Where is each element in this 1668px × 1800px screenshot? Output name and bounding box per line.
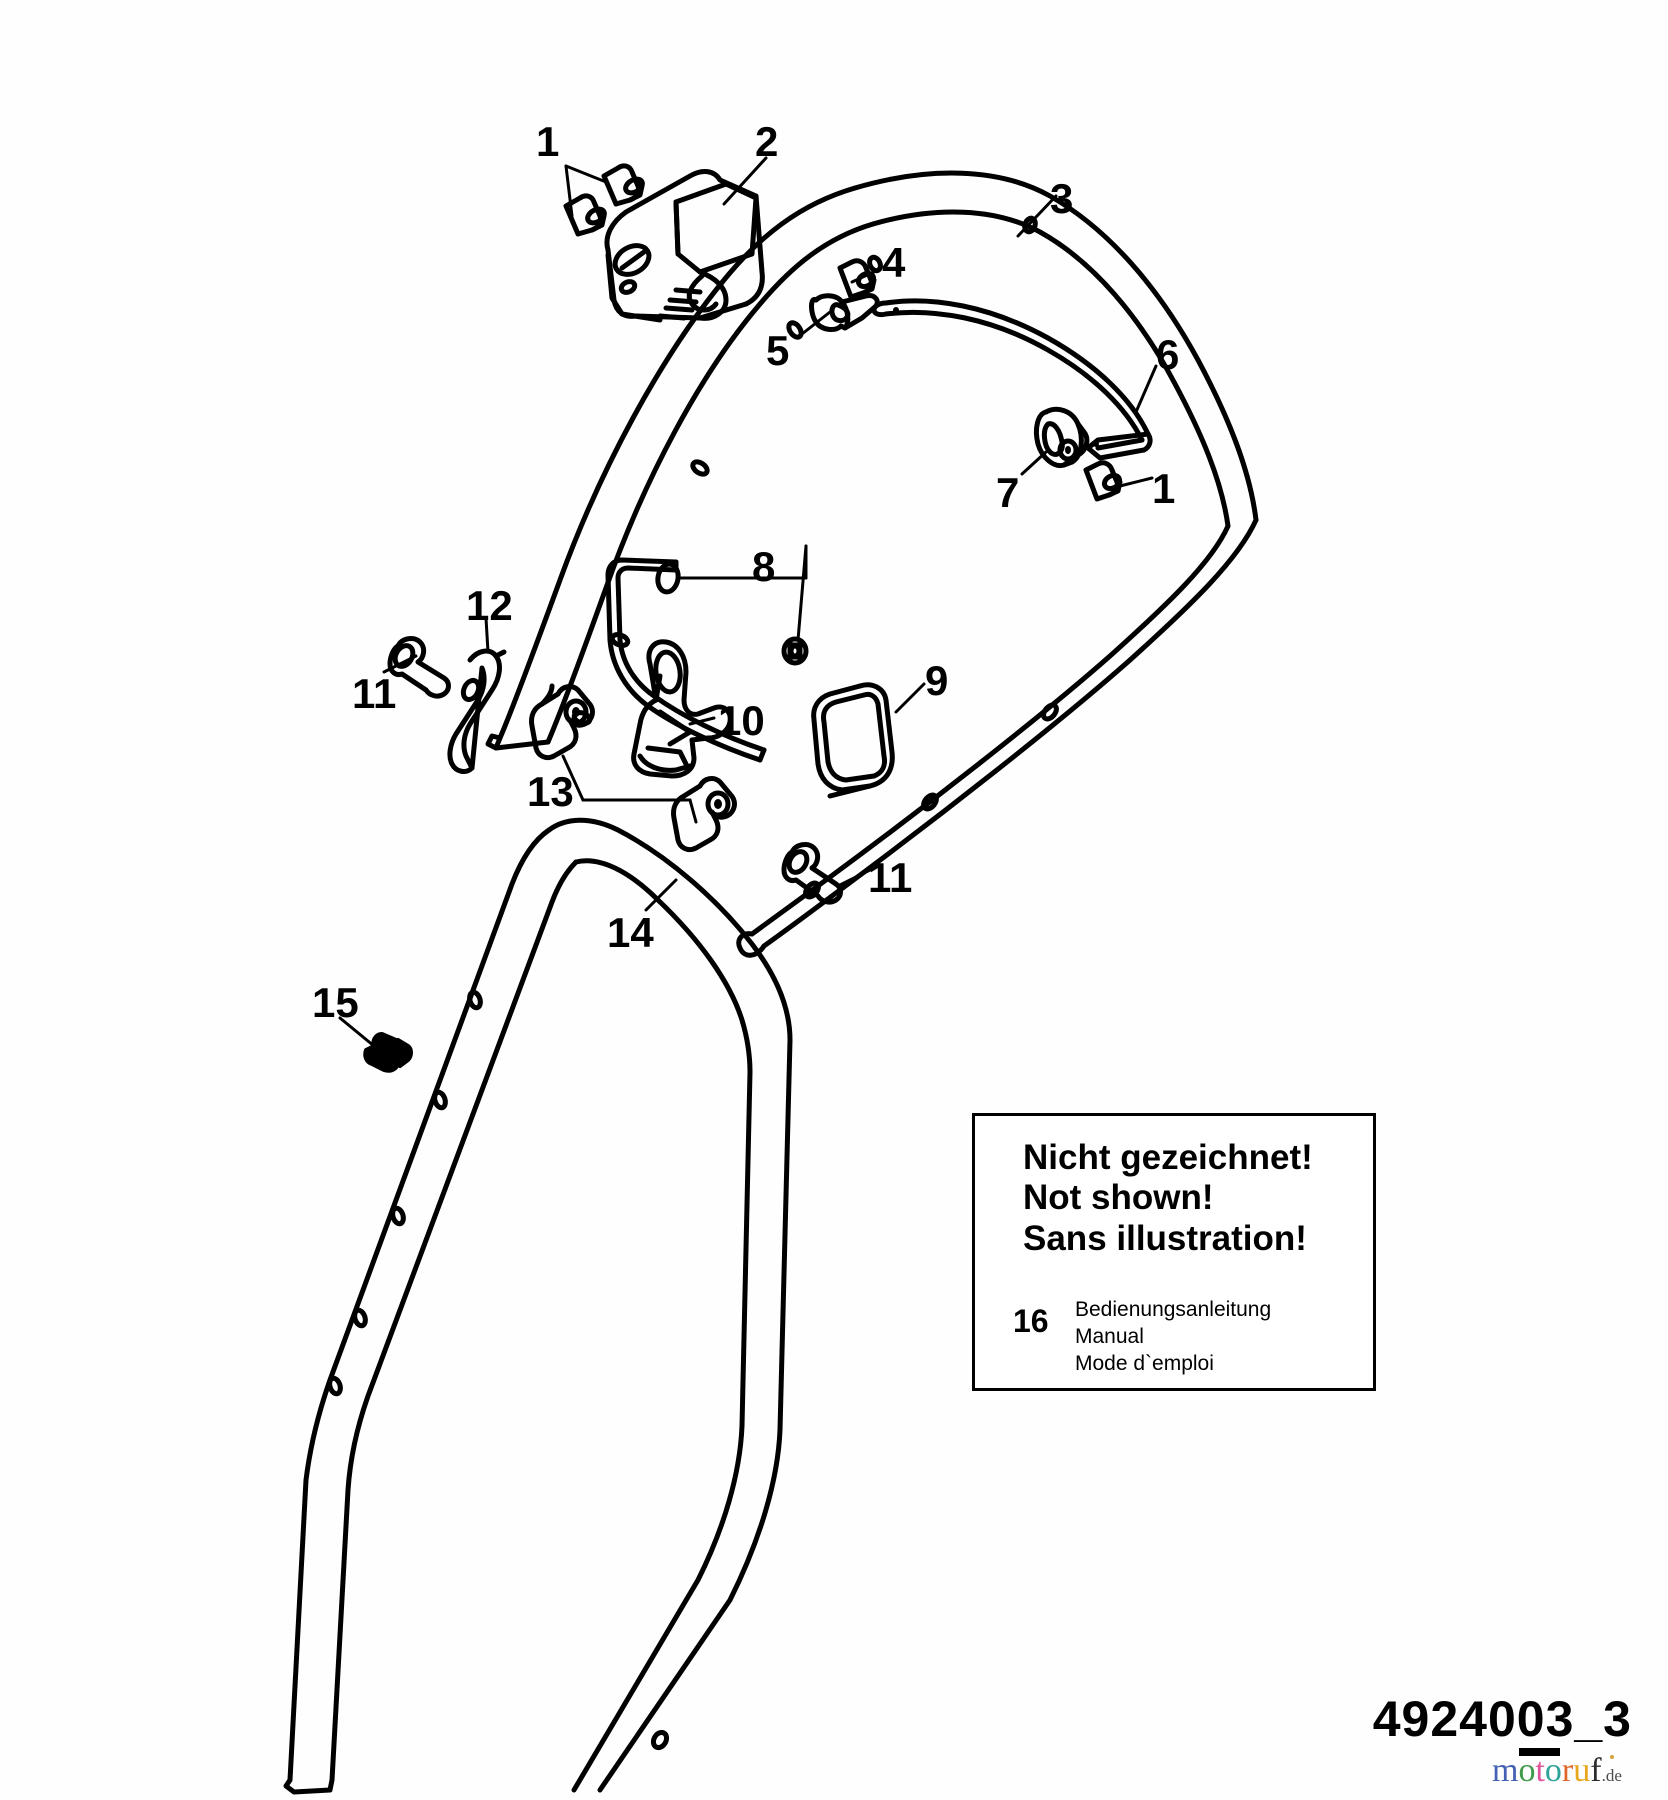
legend-item-16: 16 Bedienungsanleitung Manual Mode d`emp…	[975, 1259, 1373, 1378]
callout-number-2: 2	[755, 118, 779, 165]
callout-number-4: 4	[882, 239, 906, 286]
motoruf-watermark: motoruf.de	[1492, 1748, 1622, 1789]
callout-number-15: 15	[312, 979, 359, 1026]
callout-number-3: 3	[1050, 175, 1074, 222]
watermark-tld: .de	[1601, 1766, 1622, 1785]
part-number: 4924003_3	[1372, 1691, 1632, 1747]
callout-number-7: 7	[996, 469, 1020, 516]
callout-number-11-right: 11	[868, 854, 913, 901]
watermark-letter: t	[1535, 1752, 1545, 1789]
callout-number-1-right: 1	[1152, 465, 1176, 512]
callout-number-8: 8	[752, 543, 776, 590]
not-shown-legend-box: Nicht gezeichnet! Not shown! Sans illust…	[972, 1113, 1376, 1391]
legend-heading-de: Nicht gezeichnet!	[1023, 1138, 1313, 1177]
callout-number-9: 9	[925, 657, 949, 704]
watermark-bar	[1519, 1748, 1560, 1756]
legend-item-desc-de: Bedienungsanleitung	[1075, 1297, 1272, 1321]
callout-number-5: 5	[766, 327, 790, 374]
watermark-letter: u	[1573, 1752, 1591, 1789]
callout-number-10: 10	[718, 697, 765, 744]
legend-item-desc-fr: Mode d`emploi	[1075, 1351, 1214, 1375]
watermark-letter: m	[1492, 1752, 1519, 1789]
callout-number-6: 6	[1156, 331, 1180, 378]
watermark-letter: f	[1590, 1752, 1602, 1789]
callout-number-13: 13	[527, 768, 574, 815]
callout-number-11-left: 11	[352, 670, 397, 717]
legend-item-desc-en: Manual	[1075, 1324, 1144, 1348]
watermark-letter: o	[1518, 1752, 1536, 1789]
watermark-letter: o	[1544, 1752, 1562, 1789]
watermark-letters: motoruf	[1492, 1752, 1602, 1789]
watermark-letter: r	[1561, 1752, 1574, 1789]
callout-number-1: 1	[536, 118, 560, 165]
legend-heading-en: Not shown!	[1023, 1178, 1214, 1218]
legend-heading-fr: Sans illustration!	[1023, 1218, 1307, 1258]
legend-item-descriptions: Bedienungsanleitung Manual Mode d`emploi	[1075, 1297, 1271, 1378]
callout-number-12: 12	[466, 582, 513, 629]
legend-heading: Nicht gezeichnet! Not shown! Sans illust…	[975, 1116, 1373, 1259]
watermark-dot	[1610, 1755, 1614, 1759]
callout-number-14: 14	[607, 909, 654, 956]
legend-item-number: 16	[1013, 1302, 1049, 1339]
